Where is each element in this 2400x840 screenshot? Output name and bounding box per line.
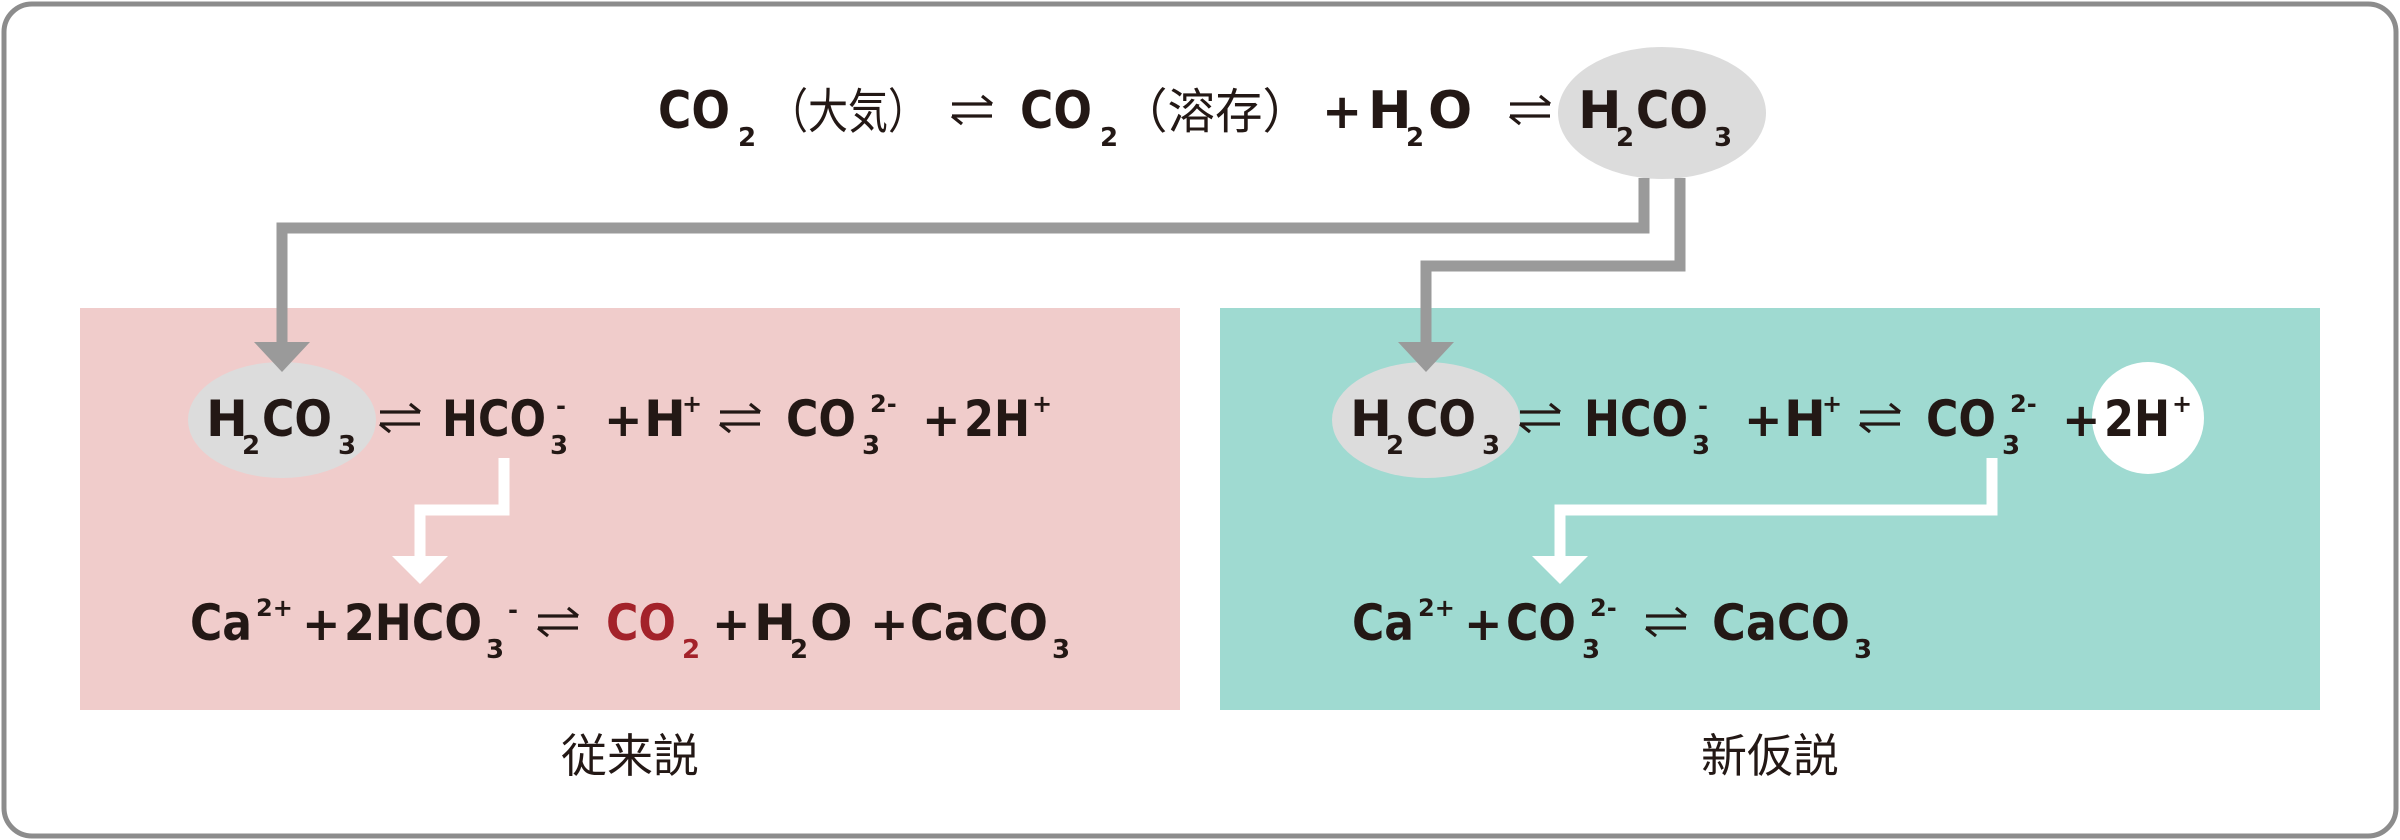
right-caco3-sub: 3	[1854, 635, 1872, 665]
left-plus-1: +	[604, 393, 643, 447]
right-hco3-sub: 3	[1692, 431, 1710, 461]
left-plus-2: +	[922, 393, 961, 447]
left-2h-plus: 2H	[964, 390, 1030, 448]
white-arrow-left-panel	[414, 458, 510, 556]
left-caco3: CaCO	[910, 594, 1048, 652]
top-h2co3-sub2: 3	[1714, 123, 1732, 153]
top-co2-air-label: （大気）	[768, 84, 928, 140]
left-h2co3-sub1: 2	[242, 431, 260, 461]
right-ca: Ca	[1352, 594, 1414, 652]
gray-arrow-to-left-panel	[276, 178, 1650, 342]
right-co3-sub: 3	[2002, 431, 2020, 461]
top-water-o: O	[1428, 81, 1472, 141]
top-h2co3-h: H	[1578, 81, 1622, 141]
left-co3: CO	[786, 390, 856, 448]
top-co2-dissolved-sub: 2	[1100, 123, 1118, 153]
top-h2co3-co: CO	[1636, 81, 1708, 141]
left-2hco3-sup: -	[508, 596, 518, 624]
right-co3-2: CO	[1506, 594, 1576, 652]
top-co2-dissolved: CO	[1020, 81, 1092, 141]
top-co2-air: CO	[658, 81, 730, 141]
gray-arrowhead-left	[254, 342, 310, 372]
top-co2-air-sub: 2	[738, 123, 756, 153]
left-plus-4: +	[712, 597, 751, 651]
right-2h-plus-highlight	[2092, 362, 2204, 474]
left-2hco3: 2HCO	[344, 594, 482, 652]
left-ca-sup: 2+	[256, 594, 293, 622]
right-h-plus-sup: +	[1822, 390, 1842, 418]
left-plus-5: +	[870, 597, 909, 651]
top-plus: +	[1322, 84, 1362, 140]
left-h2co3-sub2: 3	[338, 431, 356, 461]
top-h2co3-sub1: 2	[1616, 123, 1634, 153]
gray-arrowhead-right	[1398, 342, 1454, 372]
left-hco3-sub: 3	[550, 431, 568, 461]
white-arrowhead-left	[392, 556, 448, 584]
right-h2co3-highlight	[1332, 362, 1520, 478]
left-co3-sup: 2-	[870, 390, 897, 418]
left-co3-sub: 3	[862, 431, 880, 461]
left-ca: Ca	[190, 594, 252, 652]
right-co3-sup: 2-	[2010, 390, 2037, 418]
left-h2co3-h: H	[206, 390, 248, 448]
white-arrowhead-right	[1532, 556, 1588, 584]
left-hco3-sup: -	[556, 392, 566, 420]
right-h2co3-sub1: 2	[1386, 431, 1404, 461]
left-h-plus-sup: +	[682, 390, 702, 418]
left-water-o: O	[810, 594, 853, 652]
right-plus-3: +	[1464, 597, 1503, 651]
left-panel-caption: 従来説	[561, 729, 699, 783]
left-2h-plus-sup: +	[1032, 390, 1052, 418]
right-hco3: HCO	[1584, 390, 1688, 448]
right-2h-plus-sup: +	[2172, 390, 2192, 418]
right-co3-2-sub: 3	[1582, 635, 1600, 665]
right-co3: CO	[1926, 390, 1996, 448]
top-h2co3-highlight	[1558, 47, 1766, 179]
top-water-sub: 2	[1406, 123, 1424, 153]
left-co2-red: CO	[606, 594, 676, 652]
left-plus-3: +	[302, 597, 341, 651]
right-h2co3-h: H	[1350, 390, 1392, 448]
left-water-h: H	[754, 594, 796, 652]
right-2h-plus: 2H	[2104, 390, 2170, 448]
top-water-h: H	[1368, 81, 1412, 141]
right-h-plus: H	[1784, 390, 1826, 448]
left-caco3-sub: 3	[1052, 635, 1070, 665]
left-hco3: HCO	[442, 390, 546, 448]
gray-arrow-to-right-panel	[1420, 178, 1686, 342]
left-2hco3-sub: 3	[486, 635, 504, 665]
right-h2co3-co: CO	[1406, 390, 1476, 448]
right-h2co3-sub2: 3	[1482, 431, 1500, 461]
white-arrow-right-panel	[1554, 458, 1998, 556]
right-ca-sup: 2+	[1418, 594, 1455, 622]
left-h2co3-co: CO	[262, 390, 332, 448]
right-caco3: CaCO	[1712, 594, 1850, 652]
left-water-sub: 2	[790, 635, 808, 665]
left-co2-red-sub: 2	[682, 635, 700, 665]
right-hco3-sup: -	[1698, 392, 1708, 420]
right-panel-caption: 新仮説	[1701, 729, 1839, 783]
right-plus-1: +	[1744, 393, 1783, 447]
right-co3-2-sup: 2-	[1590, 594, 1617, 622]
left-h-plus: H	[644, 390, 686, 448]
top-co2-dissolved-label: （溶存）	[1120, 84, 1310, 140]
right-plus-2: +	[2062, 393, 2101, 447]
left-h2co3-highlight	[188, 362, 376, 478]
